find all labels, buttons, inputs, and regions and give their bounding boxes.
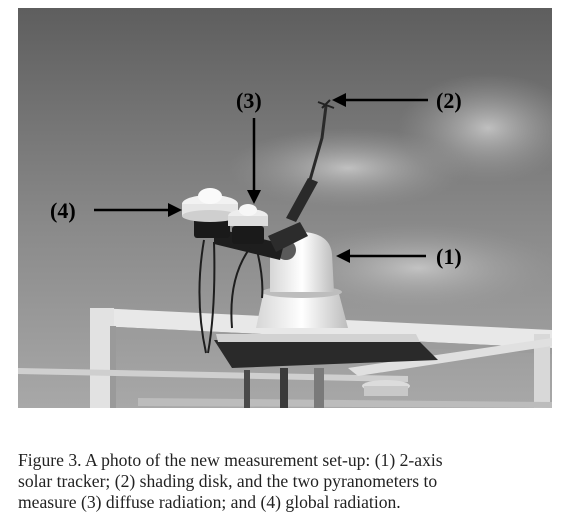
caption-line: solar tracker; (2) shading disk, and the…	[18, 471, 438, 491]
tracker-platform	[214, 340, 438, 368]
tracker-base	[256, 290, 348, 328]
tracker-arm-bracket	[268, 222, 308, 252]
pyranometer-diffuse	[228, 204, 268, 244]
cable	[207, 241, 216, 354]
cloud	[228, 128, 468, 208]
frame-diagonal-rail	[348, 338, 552, 376]
figure-photo: (1) (2) (3) (4)	[18, 8, 552, 408]
shading-rod-wire	[308, 105, 328, 181]
callout-arrow-3	[247, 118, 261, 204]
cable	[230, 247, 251, 329]
label-3: (3)	[236, 88, 262, 113]
cloud	[278, 223, 552, 313]
platform-leg	[314, 368, 324, 408]
platform-leg	[280, 368, 288, 408]
frame-right-post	[534, 334, 550, 408]
pyranometer-global	[182, 188, 238, 238]
frame-left-post-shadow	[110, 326, 116, 408]
callout-arrow-1	[336, 249, 426, 263]
label-4: (4)	[50, 198, 76, 223]
tracker-platform-top	[216, 334, 420, 342]
frame-lower-rail	[18, 368, 408, 382]
frame-lower-rail	[138, 398, 552, 408]
label-2: (2)	[436, 88, 462, 113]
shading-disk	[317, 99, 335, 109]
platform-leg	[244, 370, 250, 408]
cable	[198, 239, 207, 354]
figure-caption: Figure 3. A photo of the new measurement…	[18, 450, 566, 513]
callout-arrow-4	[94, 203, 182, 217]
caption-line: Figure 3. A photo of the new measurement…	[18, 450, 443, 470]
callout-arrow-2	[332, 93, 428, 107]
secondary-sensor-body	[364, 386, 408, 396]
cable	[255, 245, 264, 299]
label-1: (1)	[436, 244, 462, 269]
shading-rod	[286, 178, 318, 222]
caption-line: measure (3) diffuse radiation; and (4) g…	[18, 492, 401, 512]
